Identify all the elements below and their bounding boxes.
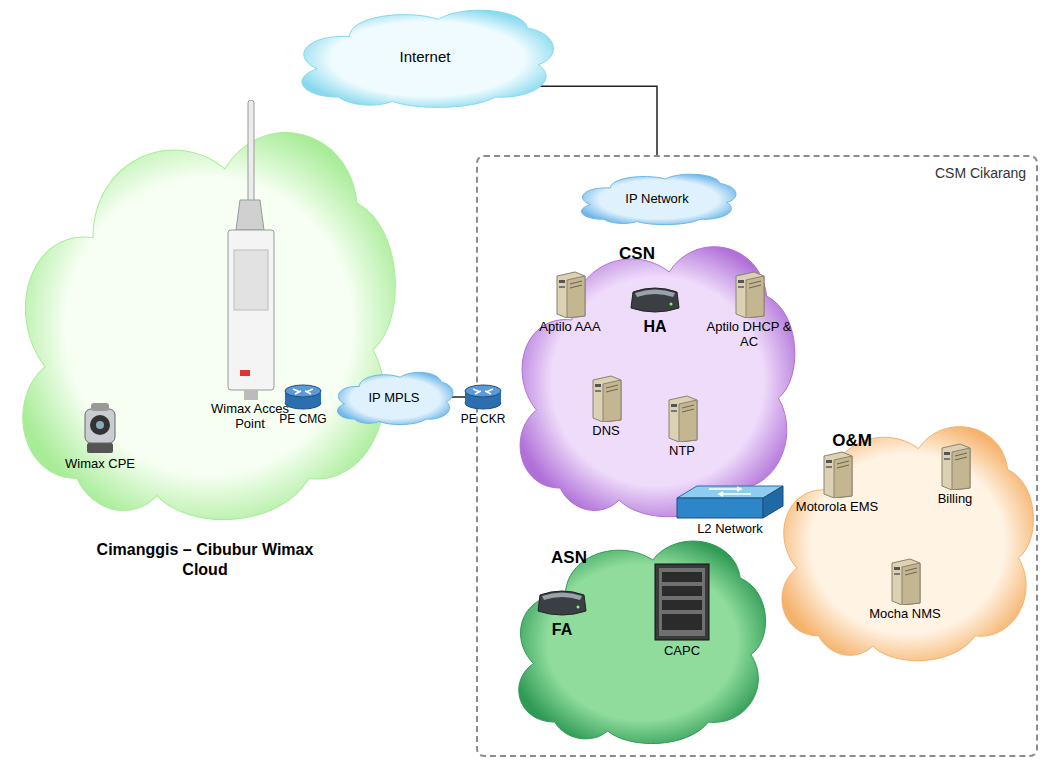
network-cloud: ASN FA CAPC	[507, 524, 772, 749]
network-cloud: Cimanggis – Cibubur Wimax Cloud Wimax CPE…	[5, 100, 405, 620]
cloud-title: ASN	[551, 548, 587, 568]
device-icon: PE CMG	[278, 383, 328, 427]
cloud-title: CSN	[619, 244, 655, 264]
node-label: Mocha NMS	[869, 607, 941, 622]
server-icon	[665, 394, 699, 442]
server-icon	[589, 374, 623, 422]
region-title: CSM Cikarang	[935, 165, 1026, 181]
cloud-title: IP Network	[625, 191, 688, 206]
node-label: DNS	[592, 424, 619, 439]
device-icon: Wimax CPE	[50, 395, 150, 472]
router-icon	[463, 383, 503, 411]
node-label: Aptilo AAA	[539, 320, 600, 335]
cloud-shape	[770, 407, 1040, 667]
cloud-caption: Cimanggis – Cibubur Wimax Cloud	[95, 540, 315, 580]
node-label: Motorola EMS	[796, 500, 878, 515]
device-icon	[627, 284, 683, 316]
network-cloud: IP Network	[574, 170, 740, 226]
device-icon: Aptilo AAA	[530, 270, 610, 335]
node-label: PE CMG	[279, 413, 326, 427]
server-icon	[732, 270, 766, 318]
node-label: CAPC	[664, 644, 700, 659]
router-icon	[283, 383, 323, 411]
device-icon: HA	[620, 284, 690, 336]
device-icon: Wimax Acces Point	[195, 100, 305, 432]
server-icon	[888, 557, 922, 605]
cloud-title: O&M	[832, 431, 872, 451]
node-label: HA	[643, 318, 666, 336]
node-label: NTP	[669, 444, 695, 459]
device-icon: L2 Network	[670, 484, 790, 537]
cpe-icon	[75, 395, 125, 455]
server-icon	[553, 270, 587, 318]
device-icon: DNS	[574, 374, 638, 439]
cloud-title: Internet	[400, 48, 451, 65]
device-icon: CAPC	[637, 562, 727, 659]
device-icon: FA	[527, 587, 597, 639]
node-label: Billing	[938, 492, 973, 507]
device-icon: NTP	[650, 394, 714, 459]
node-label: PE CKR	[461, 413, 506, 427]
network-cloud: IP MPLS	[332, 368, 456, 426]
sw-icon	[675, 484, 785, 520]
node-label: Aptilo DHCP & AC	[706, 320, 792, 350]
network-cloud: CSN Aptilo AAA HA Aptilo DHCP & AC DNS NTP	[507, 224, 802, 524]
network-cloud: Internet	[290, 2, 560, 110]
rack-icon	[653, 562, 711, 642]
ap-icon	[220, 100, 280, 400]
site-region: CSM Cikarang IP NetworkCSN Aptilo AAA HA Apt…	[476, 155, 1038, 757]
device-icon: PE CKR	[458, 383, 508, 427]
node-label: FA	[552, 621, 572, 639]
cloud-shape	[507, 224, 802, 524]
node-label: Wimax CPE	[65, 457, 135, 472]
cloud-title: IP MPLS	[368, 390, 419, 405]
server-icon	[820, 450, 854, 498]
network-cloud: O&M Motorola EMS BillingMocha NMS	[770, 407, 1040, 667]
device-icon	[534, 587, 590, 619]
device-icon: Aptilo DHCP & AC	[706, 270, 792, 350]
device-icon: Motorola EMS	[792, 450, 882, 515]
device-icon: Billing	[920, 442, 990, 507]
node-label: L2 Network	[697, 522, 763, 537]
cloud-shape	[507, 524, 772, 749]
server-icon	[938, 442, 972, 490]
device-icon: Mocha NMS	[860, 557, 950, 622]
